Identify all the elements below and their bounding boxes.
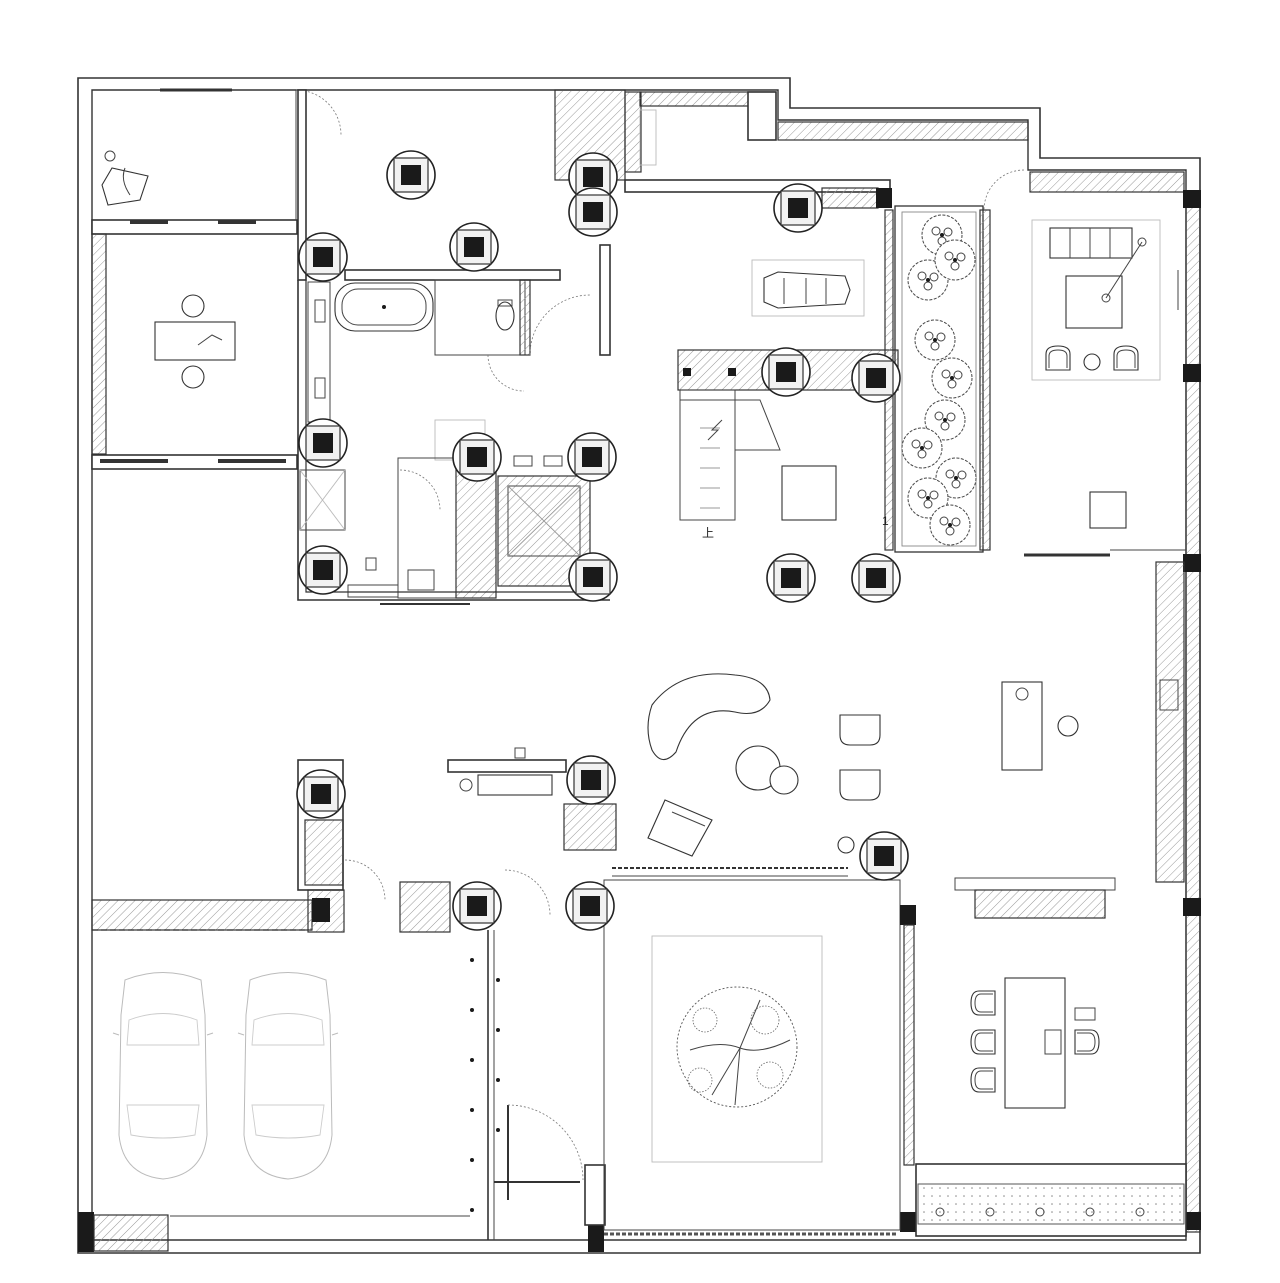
outer-walls <box>77 77 1201 1254</box>
lounge-room <box>983 169 1186 557</box>
marker-label: 1 <box>882 514 889 528</box>
gym-room <box>624 109 892 317</box>
garage <box>91 889 606 1240</box>
stair-up-label: 上 <box>702 526 714 540</box>
service-block-walls <box>297 280 610 605</box>
courtyard <box>603 879 916 1231</box>
study-room <box>91 88 342 470</box>
dining-room <box>915 877 1187 1237</box>
main-hall <box>647 561 1185 883</box>
